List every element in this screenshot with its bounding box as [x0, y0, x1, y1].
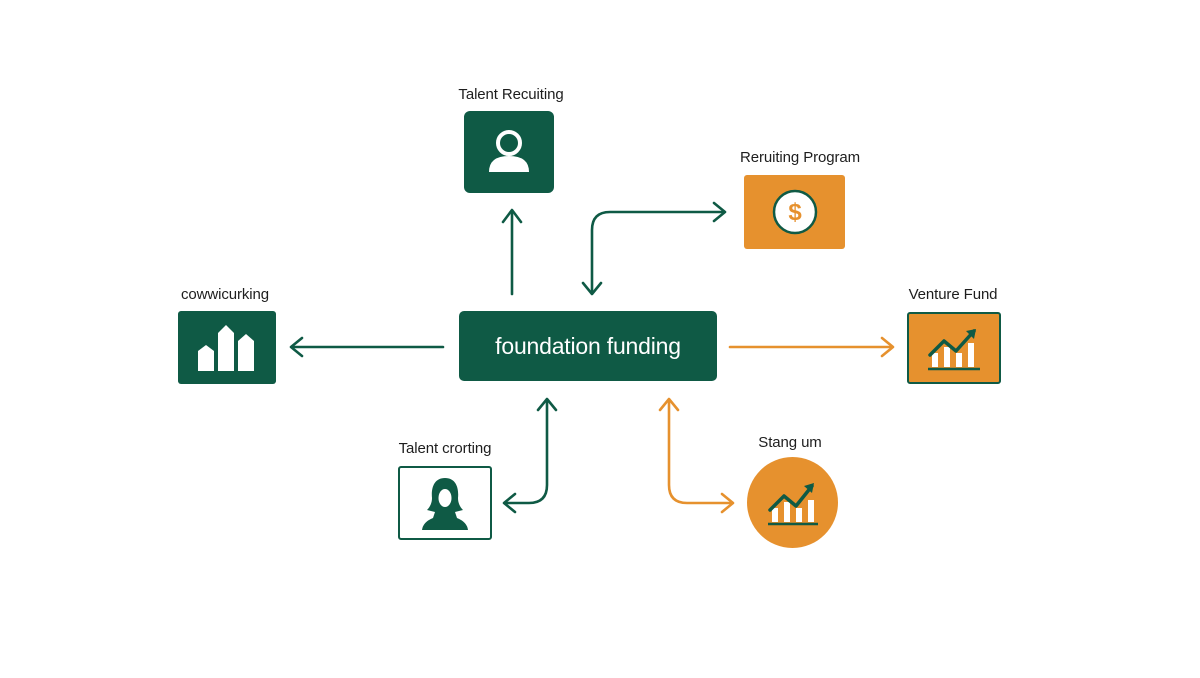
arrowhead-recruiting-program: [712, 201, 727, 223]
svg-text:$: $: [788, 199, 802, 226]
growth-chart-icon: [928, 329, 980, 371]
startup-node[interactable]: [747, 457, 838, 548]
buildings-icon: [198, 324, 254, 371]
connector-to-talent-crafting: [503, 398, 549, 505]
recruiting-program-node[interactable]: $: [744, 175, 845, 249]
growth-chart-icon: [767, 482, 818, 525]
person-icon: [489, 130, 529, 172]
center-node-label: foundation funding: [495, 332, 681, 359]
venture-fund-node[interactable]: [907, 312, 1001, 384]
startup-label: Stang um: [758, 434, 822, 451]
arrowhead-center-top: [581, 281, 603, 296]
talent-crafting-node[interactable]: [398, 466, 492, 540]
venture-fund-label: Venture Fund: [908, 286, 998, 303]
dollar-coin-icon: $: [772, 189, 817, 235]
center-node[interactable]: foundation funding: [459, 311, 717, 381]
arrowhead-center-bottom-right: [658, 397, 680, 412]
recruiting-program-label: Reruiting Program: [739, 149, 861, 166]
arrowhead-talent-crafting: [502, 492, 517, 514]
talent-recruiting-node[interactable]: [464, 111, 554, 193]
arrowhead-coworking: [289, 336, 304, 358]
arrowhead-venture-fund: [880, 336, 895, 358]
talent-recruiting-label: Talent Recuiting: [458, 86, 564, 103]
arrowhead-center-bottom-left: [536, 397, 558, 412]
coworking-node[interactable]: [178, 311, 276, 384]
connector-to-recruiting-program: [590, 210, 726, 294]
woman-avatar-icon: [422, 478, 468, 530]
coworking-label: cowwicurking: [181, 286, 269, 303]
talent-crafting-label: Talent crorting: [398, 440, 492, 457]
connector-to-startup: [667, 398, 734, 505]
arrowhead-startup: [720, 492, 735, 514]
arrowhead-talent-recruiting: [501, 208, 523, 224]
